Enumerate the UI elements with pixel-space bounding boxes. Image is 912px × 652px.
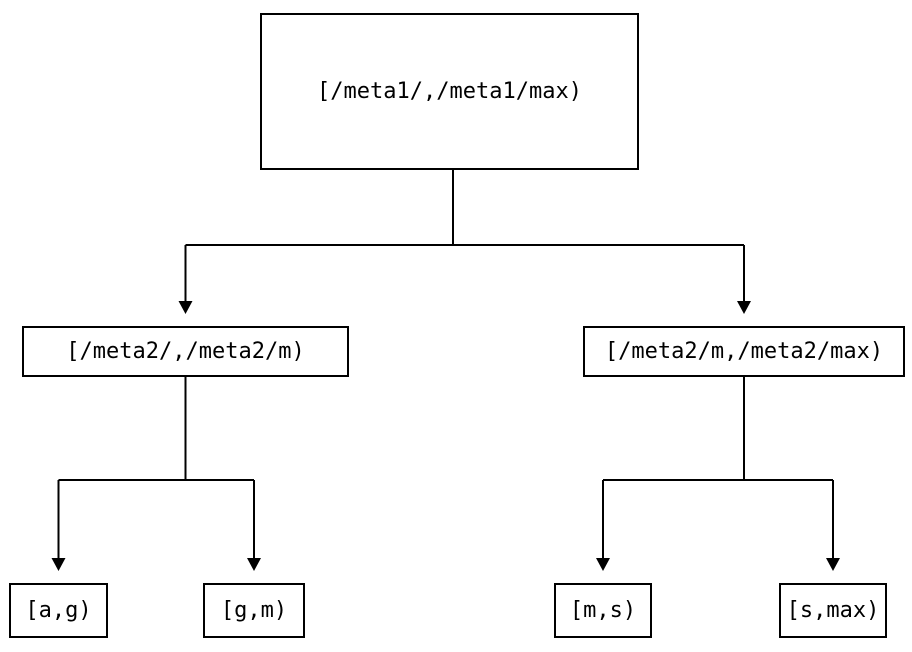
edge-root-stem [185, 170, 744, 246]
node-leaf-m-s: [m,s) [554, 583, 652, 638]
node-meta2-upper-range: [/meta2/m,/meta2/max) [583, 326, 905, 377]
arrowhead-left-leaf2 [247, 558, 261, 571]
node-meta1-range: [/meta1/,/meta1/max) [260, 13, 639, 170]
arrowhead-right-leaf3 [596, 558, 610, 571]
node-leaf-s-max: [s,max) [779, 583, 887, 638]
node-meta2-lower-range: [/meta2/,/meta2/m) [22, 326, 349, 377]
node-leaf-g-m: [g,m) [203, 583, 305, 638]
node-leaf-a-g: [a,g) [9, 583, 108, 638]
arrowhead-left-leaf1 [51, 558, 66, 571]
arrowhead-right-leaf4 [826, 558, 840, 571]
arrowhead-root-left [178, 301, 193, 314]
edge-left-stem [58, 377, 254, 481]
arrowhead-root-right [737, 301, 751, 314]
edge-right-stem [603, 377, 833, 481]
